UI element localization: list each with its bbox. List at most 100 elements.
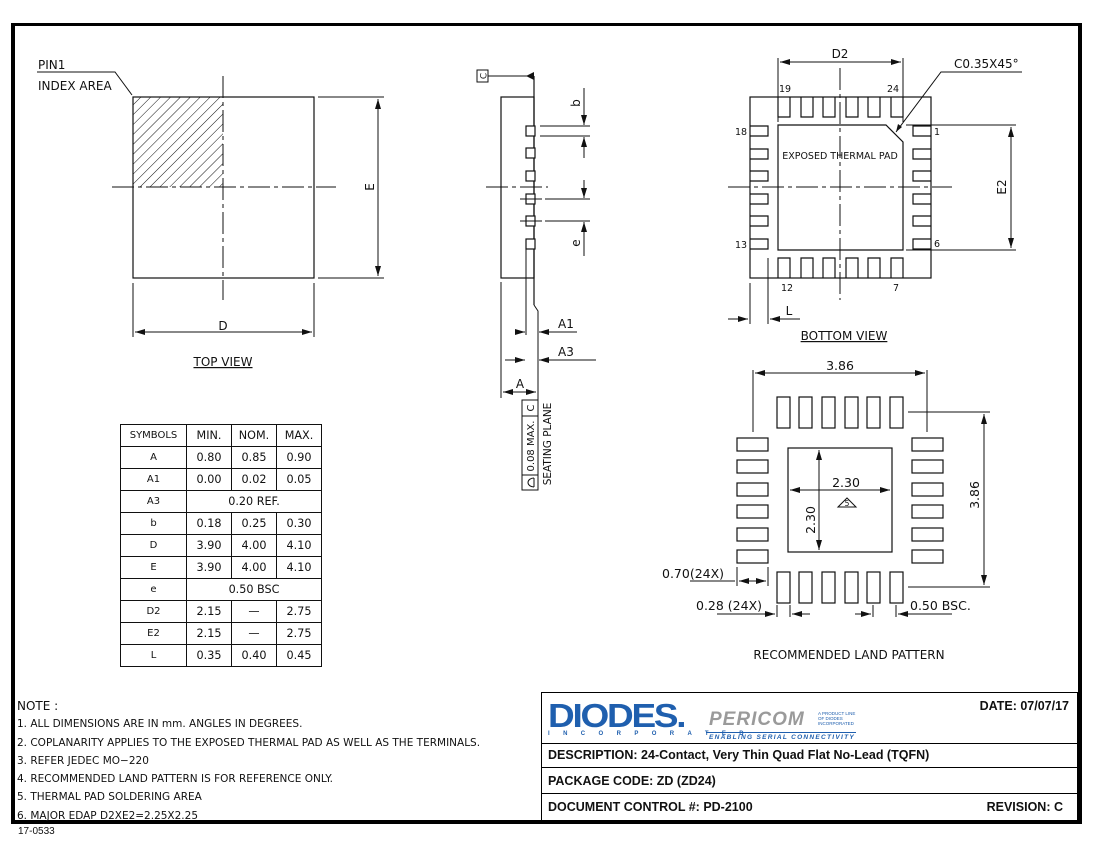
land-width-label: 3.86 — [826, 358, 854, 373]
cell-min: 2.15 — [186, 622, 232, 645]
pericom-logo-note: A PRODUCT LINE OF DIODES INCORPORATED — [818, 711, 856, 726]
table-row: A3 0.20 REF. — [120, 490, 322, 513]
cell-max: 0.05 — [276, 468, 322, 491]
cell-nom: 0.40 — [231, 644, 277, 667]
land-height-label: 3.86 — [967, 481, 982, 509]
cell-max: 0.90 — [276, 446, 322, 469]
cell-symbol: b — [120, 512, 187, 535]
note-item: 5. THERMAL PAD SOLDERING AREA — [17, 791, 202, 804]
exposed-thermal-pad — [777, 124, 904, 251]
cell-symbol: e — [120, 578, 187, 601]
index-area-label: INDEX AREA — [38, 79, 113, 93]
cell-max: 0.45 — [276, 644, 322, 667]
cell-symbol: A — [120, 446, 187, 469]
dim-l-label: L — [786, 304, 793, 318]
table-header-row: SYMBOLS MIN. NOM. MAX. — [120, 424, 322, 447]
header-nom: NOM. — [231, 424, 277, 447]
cell-nom: 4.00 — [231, 534, 277, 557]
cell-min: 0.80 — [186, 446, 232, 469]
header-max: MAX. — [276, 424, 322, 447]
description-text: DESCRIPTION: 24-Contact, Very Thin Quad … — [548, 748, 930, 762]
pin-label-7: 7 — [893, 283, 899, 294]
table-row: e 0.50 BSC — [120, 578, 322, 601]
note-item: 1. ALL DIMENSIONS ARE IN mm. ANGLES IN D… — [17, 718, 303, 731]
cell-symbol: D — [120, 534, 187, 557]
note-item: 6. MAJOR EDAP D2XE2=2.25X2.25 — [17, 809, 199, 822]
date-label: DATE: 07/07/17 — [979, 699, 1069, 713]
cell-min: 3.90 — [186, 556, 232, 579]
pin-label-18: 18 — [735, 127, 747, 138]
dim-a-label: A — [516, 377, 525, 391]
table-row: A 0.80 0.85 0.90 — [120, 446, 322, 469]
table-row: L 0.35 0.40 0.45 — [120, 644, 322, 667]
table-row: D2 2.15 — 2.75 — [120, 600, 322, 623]
table-row: D 3.90 4.00 4.10 — [120, 534, 322, 557]
table-row: b 0.18 0.25 0.30 — [120, 512, 322, 535]
cell-min: 3.90 — [186, 534, 232, 557]
cell-max: 2.75 — [276, 622, 322, 645]
diodes-logo: DIODES. — [548, 697, 687, 734]
logo-row: DIODES. INCORPORATED PERICOM A PRODUCT L… — [542, 693, 1077, 744]
cell-nom: 0.25 — [231, 512, 277, 535]
dim-a1-label: A1 — [558, 317, 574, 331]
pin-label-1: 1 — [934, 127, 940, 138]
pericom-logo: PERICOM — [709, 709, 805, 730]
cell-nom: 0.85 — [231, 446, 277, 469]
dimension-table: SYMBOLS MIN. NOM. MAX. A 0.80 0.85 0.90 … — [120, 424, 322, 667]
land-pad-width-24x-label: 0.28 (24X) — [696, 598, 762, 613]
dim-e-label: E — [363, 183, 377, 191]
note-item: 4. RECOMMENDED LAND PATTERN IS FOR REFER… — [17, 773, 333, 786]
pericom-divider — [706, 732, 856, 733]
package-code-row: PACKAGE CODE: ZD (ZD24) — [542, 769, 1077, 794]
land-pads — [736, 396, 944, 604]
cell-nom: — — [231, 600, 277, 623]
header-min: MIN. — [186, 424, 232, 447]
coplanarity-frame — [521, 399, 539, 491]
table-row: E2 2.15 — 2.75 — [120, 622, 322, 645]
datum-c-label: C — [480, 73, 490, 79]
revision-text: REVISION: C — [986, 800, 1063, 814]
notes-heading: NOTE : — [17, 699, 59, 713]
cell-symbol: L — [120, 644, 187, 667]
land-pad-width-label: 2.30 — [832, 475, 860, 490]
bottom-view-title: BOTTOM VIEW — [801, 329, 888, 343]
coplanarity-value: 0.08 MAX. — [526, 421, 537, 472]
note-5-triangle-icon — [836, 497, 858, 508]
top-view-title: TOP VIEW — [192, 355, 252, 369]
cell-merged: 0.20 REF. — [186, 490, 322, 513]
package-code-text: PACKAGE CODE: ZD (ZD24) — [548, 774, 716, 788]
table-row: A1 0.00 0.02 0.05 — [120, 468, 322, 491]
pericom-tagline: ENABLING SERIAL CONNECTIVITY — [709, 734, 856, 741]
diodes-logo-sub: INCORPORATED — [548, 731, 758, 737]
dim-d-label: D — [218, 319, 227, 333]
land-pattern-title: RECOMMENDED LAND PATTERN — [753, 648, 944, 662]
dim-e-pitch-label: e — [569, 239, 583, 246]
cell-symbol: D2 — [120, 600, 187, 623]
cell-nom: 4.00 — [231, 556, 277, 579]
note-item: 2. COPLANARITY APPLIES TO THE EXPOSED TH… — [17, 736, 481, 749]
cell-min: 2.15 — [186, 600, 232, 623]
cell-symbol: E2 — [120, 622, 187, 645]
bottom-view: EXPOSED THERMAL PAD — [728, 47, 1022, 343]
pin-label-13: 13 — [735, 240, 747, 251]
top-view: PIN1 INDEX AREA E D TOP VIEW — [37, 58, 384, 369]
cell-max: 4.10 — [276, 534, 322, 557]
land-pad-length-label: 0.70(24X) — [662, 566, 724, 581]
pin-label-24: 24 — [887, 84, 899, 95]
document-control-row: DOCUMENT CONTROL #: PD-2100 REVISION: C — [542, 795, 1077, 820]
dim-a3-label: A3 — [558, 345, 574, 359]
pin1-index-hatch — [133, 97, 223, 187]
pin-label-12: 12 — [781, 283, 793, 294]
land-pitch-label: 0.50 BSC. — [910, 598, 971, 613]
dim-e2-label: E2 — [995, 179, 1009, 194]
thermal-pad-label: EXPOSED THERMAL PAD — [782, 151, 898, 162]
document-number: 17-0533 — [18, 826, 55, 837]
cell-nom: — — [231, 622, 277, 645]
description-row: DESCRIPTION: 24-Contact, Very Thin Quad … — [542, 743, 1077, 768]
note-item: 3. REFER JEDEC MO−220 — [17, 754, 149, 767]
drawing-frame — [11, 23, 1082, 824]
cell-symbol: A1 — [120, 468, 187, 491]
pin-label-19: 19 — [779, 84, 791, 95]
table-row: E 3.90 4.00 4.10 — [120, 556, 322, 579]
